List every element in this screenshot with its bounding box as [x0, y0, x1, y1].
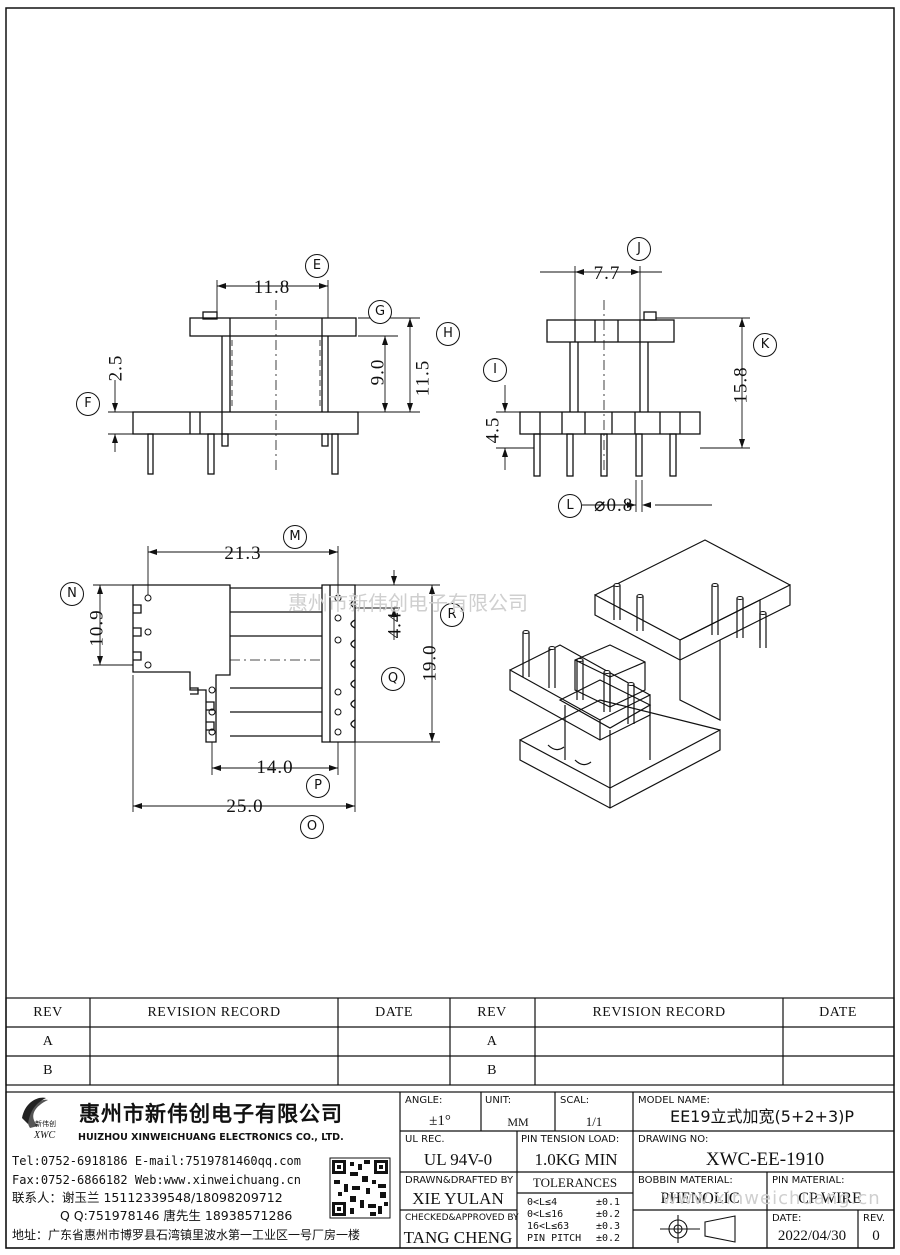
logo-text: 新伟创	[35, 1120, 56, 1128]
rev-row-a-right: A	[486, 1034, 498, 1049]
dim-11-8: 11.8	[253, 277, 291, 298]
drawing-no-value: XWC-EE-1910	[705, 1149, 825, 1170]
bobbin-material-label: BOBBIN MATERIAL:	[638, 1175, 733, 1186]
dim-11-5: 11.5	[412, 359, 434, 397]
tol-range-4: PIN PITCH	[527, 1233, 582, 1244]
callout-k: K	[753, 333, 777, 357]
dim-4-5: 4.5	[482, 416, 504, 444]
qr-code	[329, 1157, 391, 1219]
date-value: 2022/04/30	[777, 1228, 847, 1244]
callout-i: I	[483, 358, 507, 382]
callout-m: M	[283, 525, 307, 549]
drawn-by-label: DRAWN&DRAFTED BY	[405, 1175, 514, 1186]
callout-o: O	[300, 815, 324, 839]
callout-f: F	[76, 392, 100, 416]
dim-19-0: 19.0	[419, 644, 441, 682]
date-label: DATE:	[772, 1213, 802, 1224]
watermark-bottom: www.xinweichuang.cn	[662, 1188, 881, 1209]
callout-j: J	[627, 237, 651, 261]
isometric-view	[509, 539, 791, 809]
checked-by-value: TANG CHENG	[403, 1228, 513, 1247]
callout-l: L	[558, 494, 582, 518]
scale-value: 1/1	[585, 1114, 603, 1129]
tol-value-3: ±0.3	[596, 1221, 621, 1232]
dim-7-7: 7.7	[593, 263, 621, 284]
rev-row-b-right: B	[487, 1063, 497, 1078]
rev-label: REV.	[863, 1213, 885, 1224]
logo-sub: XWC	[34, 1130, 56, 1141]
front-view	[132, 300, 359, 475]
date-header-right: DATE	[819, 1005, 857, 1020]
dim-25-0: 25.0	[226, 796, 264, 817]
projection-symbol	[660, 1215, 736, 1243]
logo-mark	[22, 1097, 48, 1128]
rev-row-a-left: A	[42, 1034, 54, 1049]
pin-material-label: PIN MATERIAL:	[772, 1175, 845, 1186]
dim-15-8: 15.8	[730, 366, 752, 404]
drawing-no-label: DRAWING NO:	[638, 1134, 709, 1145]
dim-diameter-0-8: ⌀0.8	[594, 495, 634, 516]
drawn-by-value: XIE YULAN	[412, 1189, 504, 1208]
checked-by-label: CHECKED&APPROVED BY	[405, 1213, 519, 1223]
dim-14-0: 14.0	[256, 757, 294, 778]
dim-9-0: 9.0	[367, 358, 389, 386]
date-header-left: DATE	[375, 1005, 413, 1020]
bobbin-material-value: PHENOLIC	[660, 1190, 740, 1207]
pin-tension-label: PIN TENSION LOAD:	[521, 1134, 620, 1145]
unit-value: MM	[507, 1115, 529, 1129]
company-tel: Tel:0752-6918186 E-mail:7519781460qq.com	[12, 1154, 301, 1168]
angle-label: ANGLE:	[405, 1095, 443, 1106]
company-qq: Q Q:751978146 唐先生 18938571286	[60, 1208, 293, 1223]
rev-header-left: REV	[33, 1005, 63, 1020]
company-fax: Fax:0752-6866182 Web:www.xinweichuang.cn	[12, 1173, 301, 1187]
pin-tension-value: 1.0KG MIN	[534, 1150, 618, 1169]
company-name-cn: 惠州市新伟创电子有限公司	[79, 1102, 343, 1126]
callout-e: E	[305, 254, 329, 278]
pin-material-value: CP WIRE	[798, 1190, 862, 1207]
revision-record-header-right: REVISION RECORD	[592, 1005, 726, 1020]
tol-value-1: ±0.1	[596, 1197, 621, 1208]
tol-range-3: 16<L≤63	[527, 1221, 570, 1232]
dim-10-9: 10.9	[86, 609, 108, 647]
angle-value: ±1°	[429, 1113, 451, 1129]
rev-row-b-left: B	[43, 1063, 53, 1078]
company-address: 地址：广东省惠州市博罗县石湾镇里波水第一工业区一号厂房一楼	[12, 1228, 361, 1242]
callout-n: N	[60, 582, 84, 606]
watermark-center: 惠州市新伟创电子有限公司	[288, 591, 528, 615]
tol-value-4: ±0.2	[596, 1233, 621, 1244]
company-contact: 联系人：谢玉兰 15112339548/18098209712	[12, 1190, 283, 1205]
callout-r: R	[440, 603, 464, 627]
dim-2-5: 2.5	[105, 354, 127, 382]
scale-label: SCAL:	[560, 1095, 590, 1106]
revision-record-header-left: REVISION RECORD	[147, 1005, 281, 1020]
unit-label: UNIT:	[485, 1095, 512, 1106]
model-value: EE19立式加宽(5+2+3)P	[669, 1107, 855, 1126]
company-name-en: HUIZHOU XINWEICHUANG ELECTRONICS CO., LT…	[78, 1132, 344, 1143]
dim-4-4: 4.4	[384, 611, 406, 639]
tol-value-2: ±0.2	[596, 1209, 621, 1220]
side-view	[519, 300, 701, 477]
tolerances-label: TOLERANCES	[532, 1175, 618, 1190]
callout-h: H	[436, 322, 460, 346]
top-view	[132, 584, 356, 743]
callout-g: G	[368, 300, 392, 324]
ul-value: UL 94V-0	[423, 1150, 493, 1169]
tol-range-2: 0<L≤16	[527, 1209, 564, 1220]
ul-label: UL REC.	[405, 1134, 445, 1145]
model-label: MODEL NAME:	[638, 1095, 710, 1106]
tol-range-1: 0<L≤4	[527, 1197, 558, 1208]
callout-p: P	[306, 774, 330, 798]
dim-21-3: 21.3	[224, 543, 262, 564]
rev-value: 0	[872, 1228, 880, 1244]
callout-q: Q	[381, 667, 405, 691]
rev-header-right: REV	[477, 1005, 507, 1020]
